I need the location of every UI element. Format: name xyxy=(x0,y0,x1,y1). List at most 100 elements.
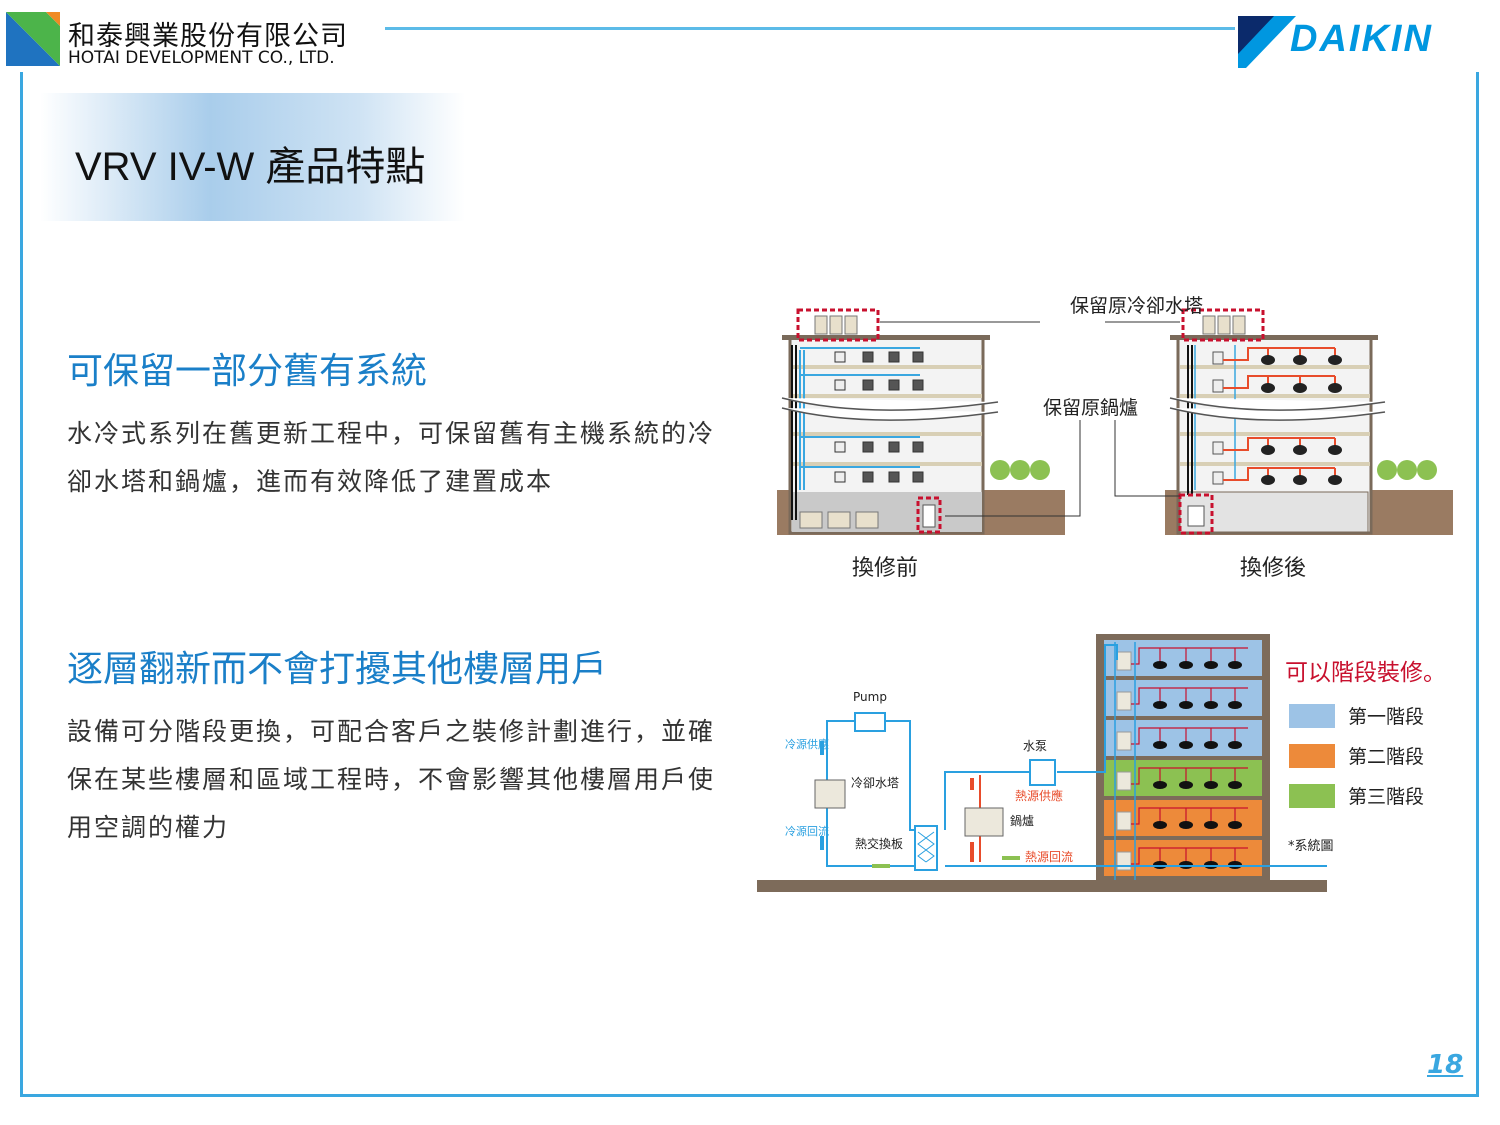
cassette-unit-icon xyxy=(1179,821,1193,829)
frame-right xyxy=(1476,72,1479,1097)
cassette-unit-icon xyxy=(1293,445,1307,455)
legend-label: 第三階段 xyxy=(1348,786,1424,808)
water-unit-icon xyxy=(1212,471,1224,485)
indoor-unit-icon xyxy=(888,471,900,483)
section2-heading: 逐層翻新而不會打擾其他樓層用戶 xyxy=(67,649,608,690)
indoor-unit-icon xyxy=(912,351,924,363)
cassette-unit-icon xyxy=(1328,383,1342,393)
cassette-unit-icon xyxy=(1228,781,1242,789)
trees-left xyxy=(990,460,1050,480)
cassette-unit-icon xyxy=(1204,741,1218,749)
label-cold-supply: 冷源供應 xyxy=(785,737,829,751)
indoor-unit-icon xyxy=(862,351,874,363)
water-unit-icon xyxy=(1116,851,1132,871)
water-unit-icon xyxy=(1212,351,1224,365)
legend-swatch xyxy=(1289,744,1335,768)
cassette-unit-icon xyxy=(1293,355,1307,365)
legend-label: 第二階段 xyxy=(1348,746,1424,768)
trees-right xyxy=(1377,460,1437,480)
indoor-unit-icon xyxy=(834,351,846,363)
boiler-icon xyxy=(964,807,1004,837)
cassette-unit-icon xyxy=(1204,661,1218,669)
cassette-unit-icon xyxy=(1228,821,1242,829)
indoor-unit-icon xyxy=(912,471,924,483)
cooling-tower-icon xyxy=(814,779,846,809)
cassette-unit-icon xyxy=(1153,781,1167,789)
water-unit-icon xyxy=(1212,379,1224,393)
indoor-unit-icon xyxy=(834,441,846,453)
cassette-unit-icon xyxy=(1261,355,1275,365)
daikin-logo-icon xyxy=(1238,16,1296,68)
cassette-unit-icon xyxy=(1293,475,1307,485)
section1-heading: 可保留一部分舊有系統 xyxy=(67,351,428,392)
page-number: 18 xyxy=(1427,1050,1464,1080)
label-after: 換修後 xyxy=(1240,556,1306,581)
section2-body: 設備可分階段更換，可配合客戶之裝修計劃進行，並確保在某些樓層和區域工程時，不會影… xyxy=(67,717,716,842)
label-keep-tower: 保留原冷卻水塔 xyxy=(1070,295,1203,317)
cassette-unit-icon xyxy=(1179,781,1193,789)
cassette-unit-icon xyxy=(1261,445,1275,455)
cassette-unit-icon xyxy=(1261,475,1275,485)
building-before xyxy=(782,308,990,535)
indoor-unit-icon xyxy=(888,379,900,391)
label-keep-boiler: 保留原鍋爐 xyxy=(1043,397,1138,419)
cassette-unit-icon xyxy=(1179,661,1193,669)
label-cooling-tower: 冷卻水塔 xyxy=(851,776,899,790)
water-unit-icon xyxy=(1116,771,1132,791)
daikin-wordmark: DAIKIN xyxy=(1290,18,1433,60)
cassette-unit-icon xyxy=(1328,475,1342,485)
header-rule xyxy=(385,27,1235,30)
cassette-unit-icon xyxy=(1228,701,1242,709)
cassette-unit-icon xyxy=(1328,445,1342,455)
hotai-logo-icon xyxy=(6,12,60,66)
cassette-unit-icon xyxy=(1153,741,1167,749)
cassette-unit-icon xyxy=(1179,701,1193,709)
company-name-cn: 和泰興業股份有限公司 xyxy=(68,21,348,52)
indoor-unit-icon xyxy=(912,379,924,391)
cassette-unit-icon xyxy=(1153,701,1167,709)
cassette-unit-icon xyxy=(1204,781,1218,789)
title-band xyxy=(40,93,465,221)
cassette-unit-icon xyxy=(1179,741,1193,749)
label-water-pump: 水泵 xyxy=(1023,739,1047,753)
company-name-en: HOTAI DEVELOPMENT CO., LTD. xyxy=(68,48,335,68)
ground-bar xyxy=(757,880,1327,892)
cassette-unit-icon xyxy=(1228,661,1242,669)
page-title: VRV IV-W 產品特點 xyxy=(75,145,426,189)
indoor-unit-icon xyxy=(862,471,874,483)
indoor-unit-icon xyxy=(888,351,900,363)
indoor-unit-icon xyxy=(912,441,924,453)
water-unit-icon xyxy=(1116,731,1132,751)
cassette-unit-icon xyxy=(1228,741,1242,749)
water-unit-icon xyxy=(1116,691,1132,711)
staged-system-diagram: Pump 冷源供應 冷源回流 冷卻水塔 熱交換板 水泵 熱源供應 鍋爐 熱源回流… xyxy=(757,634,1446,892)
water-unit-icon xyxy=(1212,441,1224,455)
cassette-unit-icon xyxy=(1153,821,1167,829)
section1-body: 水冷式系列在舊更新工程中，可保留舊有主機系統的冷卻水塔和鍋爐，進而有效降低了建置… xyxy=(67,419,716,496)
label-heat-return: 熱源回流 xyxy=(1025,850,1073,864)
legend-label: 第一階段 xyxy=(1348,706,1424,728)
legend-swatch xyxy=(1289,704,1335,728)
indoor-unit-icon xyxy=(834,471,846,483)
indoor-unit-icon xyxy=(888,441,900,453)
cassette-unit-icon xyxy=(1293,383,1307,393)
cassette-unit-icon xyxy=(1153,661,1167,669)
label-heat-exchanger: 熱交換板 xyxy=(855,836,903,851)
water-unit-icon xyxy=(1116,651,1132,671)
heat-exchanger-icon xyxy=(914,825,938,871)
cassette-unit-icon xyxy=(1204,821,1218,829)
label-pump: Pump xyxy=(853,690,887,704)
break-wave-left xyxy=(781,397,999,421)
indoor-unit-icon xyxy=(834,379,846,391)
label-cold-return: 冷源回流 xyxy=(785,824,829,838)
legend-note: *系統圖 xyxy=(1288,839,1334,854)
indoor-unit-icon xyxy=(862,441,874,453)
legend-title: 可以階段裝修。 xyxy=(1285,660,1446,686)
label-before: 換修前 xyxy=(852,556,918,581)
break-wave-right xyxy=(1169,397,1386,421)
cassette-unit-icon xyxy=(1261,383,1275,393)
indoor-unit-icon xyxy=(862,379,874,391)
cassette-unit-icon xyxy=(1328,355,1342,365)
cassette-unit-icon xyxy=(1204,701,1218,709)
water-unit-icon xyxy=(1116,811,1132,831)
